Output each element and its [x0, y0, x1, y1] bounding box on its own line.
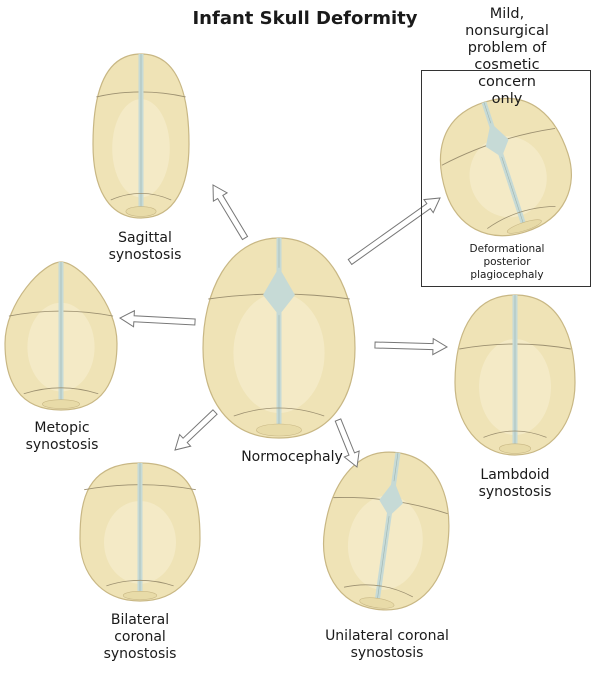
label-lambdoid: Lambdoid synostosis	[478, 467, 552, 500]
arrow-to-plagiocephaly	[347, 197, 441, 266]
skull-unilateral-coronal	[322, 451, 450, 611]
label-normocephaly: Normocephaly	[241, 449, 343, 465]
arrow-to-bilateral-coronal	[174, 409, 218, 451]
cosmetic-note: Mild, nonsurgical problem of cosmetic co…	[465, 6, 549, 107]
label-sagittal: Sagittal synostosis	[108, 230, 182, 263]
arrow-to-lambdoid	[374, 337, 449, 356]
label-plagiocephaly: Deformational posterior plagiocephaly	[469, 243, 545, 281]
skull-sagittal	[92, 53, 190, 219]
arrow-to-unilateral-coronal	[334, 418, 360, 468]
label-unilateral-coronal: Unilateral coronal synostosis	[325, 628, 449, 661]
arrow-to-metopic	[118, 309, 196, 328]
diagram-title: Infant Skull Deformity	[192, 8, 418, 29]
skull-normocephaly	[202, 237, 356, 439]
skull-metopic	[4, 261, 118, 411]
skull-plagiocephaly	[439, 97, 572, 237]
arrow-to-sagittal	[212, 184, 249, 241]
plagiocephaly-box	[421, 70, 591, 287]
label-metopic: Metopic synostosis	[25, 420, 99, 453]
skull-lambdoid	[454, 294, 576, 456]
skull-bilateral-coronal	[79, 462, 201, 602]
label-bilateral-coronal: Bilateral coronal synostosis	[103, 612, 177, 662]
